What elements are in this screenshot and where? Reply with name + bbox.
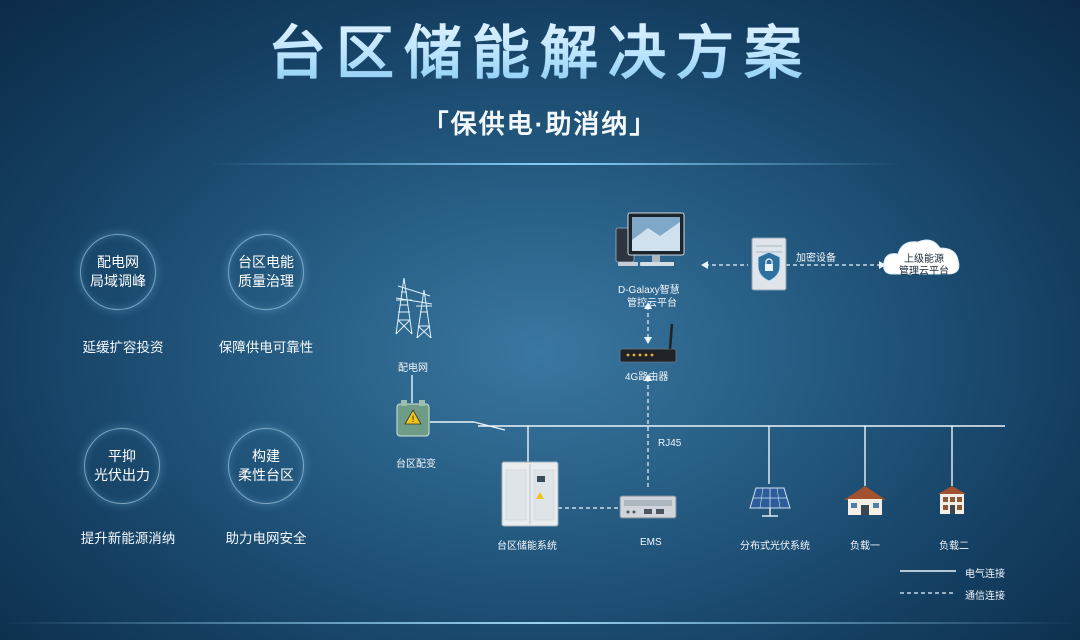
solar-panel-icon	[749, 487, 791, 517]
cloud-label-line2: 管理云平台	[899, 266, 949, 277]
cloud-label-line1: 上级能源	[904, 254, 944, 265]
benefit-caption: 提升新能源消纳	[80, 531, 176, 546]
ems-label: EMS	[640, 537, 662, 548]
benefit-circle-pv-smoothing: 平抑 光伏出力	[84, 428, 160, 504]
platform-label-line1: D-Galaxy智慧	[618, 285, 680, 296]
grid-label: 配电网	[398, 363, 428, 374]
router-label: 4G路由器	[625, 372, 669, 383]
electrical-lines	[411, 375, 1005, 486]
bottom-divider	[0, 622, 1080, 624]
communication-lines	[558, 264, 882, 509]
transformer-label: 台区配变	[396, 459, 436, 470]
benefit-circle-power-quality: 台区电能 质量治理	[228, 234, 304, 310]
transformer-icon: !	[396, 400, 430, 437]
legend-electrical-label: 电气连接	[965, 569, 1005, 580]
platform-label-line2: 管控云平台	[627, 298, 677, 309]
building-load-icon	[938, 486, 966, 514]
benefit-line2: 光伏出力	[94, 467, 150, 483]
benefit-line1: 平抑	[108, 448, 136, 464]
benefit-circle-flexible-area: 构建 柔性台区	[228, 428, 304, 504]
cloud-icon	[883, 239, 960, 275]
house-load-icon	[844, 486, 886, 515]
benefit-caption: 延缓扩容投资	[82, 340, 164, 355]
arrowheads	[644, 261, 886, 381]
storage-label: 台区储能系统	[497, 541, 557, 552]
encryption-label: 加密设备	[796, 253, 836, 264]
pv-label: 分布式光伏系统	[740, 541, 810, 552]
benefit-line1: 配电网	[97, 254, 139, 270]
computer-monitor-icon	[615, 212, 685, 266]
ems-device-icon	[619, 495, 677, 519]
benefit-line2: 质量治理	[238, 273, 294, 289]
energy-storage-cabinet-icon	[501, 461, 559, 527]
legend-communication-label: 通信连接	[965, 591, 1005, 602]
load2-label: 负载二	[939, 541, 969, 552]
router-icon	[619, 323, 677, 363]
encryption-device-icon	[751, 237, 787, 291]
rj45-label: RJ45	[658, 438, 682, 449]
page-subtitle: 「保供电·助消纳」	[422, 109, 658, 139]
load1-label: 负载一	[850, 541, 880, 552]
benefit-circle-peak-shaving: 配电网 局域调峰	[80, 234, 156, 310]
benefit-caption: 保障供电可靠性	[218, 340, 314, 355]
benefit-caption: 助力电网安全	[225, 531, 307, 546]
benefit-line2: 柔性台区	[238, 467, 294, 483]
benefit-line1: 台区电能	[238, 254, 294, 270]
title-divider	[210, 163, 900, 165]
transmission-tower-icon	[395, 277, 433, 339]
benefit-line2: 局域调峰	[90, 273, 146, 289]
svg-text:!: !	[411, 415, 415, 425]
benefit-line1: 构建	[252, 448, 280, 464]
page-title: 台区储能解决方案	[0, 6, 1080, 90]
